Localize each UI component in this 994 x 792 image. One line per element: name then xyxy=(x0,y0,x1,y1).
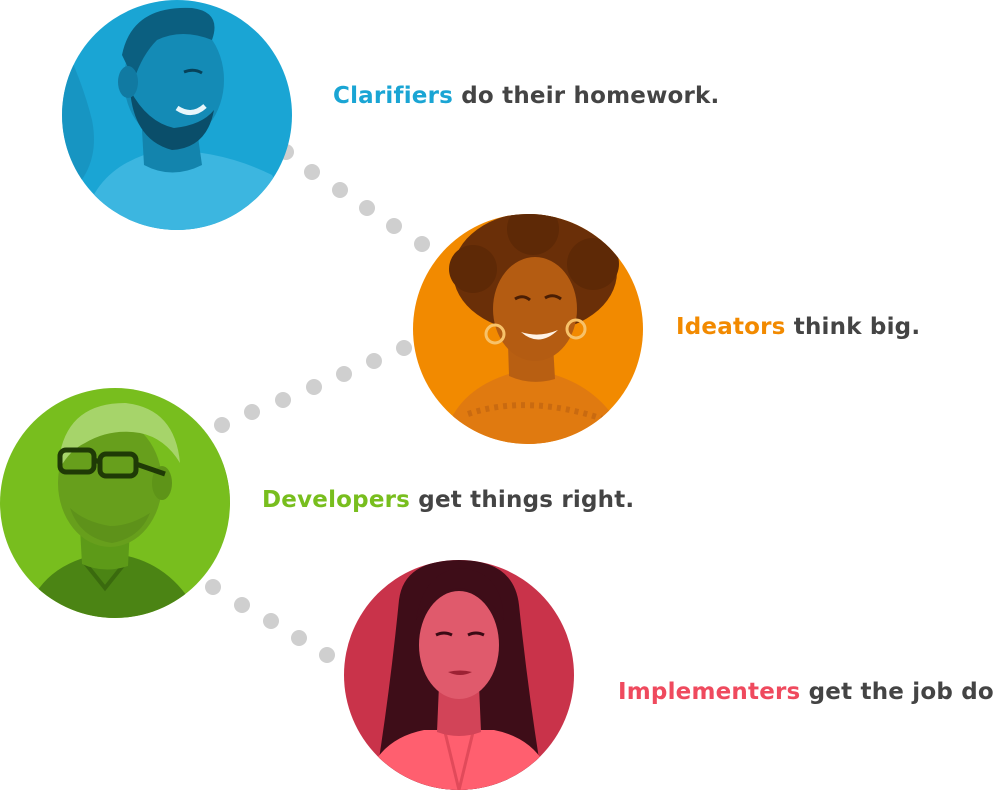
developers-tagline: Developers get things right. xyxy=(262,487,634,513)
connector-dot xyxy=(319,647,335,663)
connector-dot xyxy=(386,218,402,234)
connector-dot xyxy=(205,579,221,595)
connector-dot xyxy=(359,200,375,216)
implementers-tagline: Implementers get the job done. xyxy=(618,679,994,705)
connector-dot xyxy=(275,392,291,408)
connector-dot xyxy=(414,236,430,252)
ideators-tagline-text: think big. xyxy=(785,314,921,340)
clarifiers-role-label: Clarifiers xyxy=(333,83,454,109)
long-haired-woman-portrait-icon xyxy=(344,560,574,790)
developers-tagline-text: get things right. xyxy=(410,487,635,513)
smiling-bearded-man-portrait-icon xyxy=(62,0,292,230)
smiling-curly-haired-woman-portrait-icon xyxy=(413,214,643,444)
connector-dot xyxy=(291,630,307,646)
connector-dot xyxy=(234,597,250,613)
implementers-tagline-text: get the job done. xyxy=(808,679,994,705)
ideators-role-label: Ideators xyxy=(676,314,786,340)
developers-role-label: Developers xyxy=(262,487,411,513)
connector-dot xyxy=(304,164,320,180)
connector-dot xyxy=(214,417,230,433)
gray-haired-man-with-glasses-portrait-icon xyxy=(0,388,230,618)
ideator-portrait xyxy=(413,214,643,444)
connector-dot xyxy=(332,182,348,198)
clarifiers-tagline-text: do their homework. xyxy=(453,83,720,109)
clarifiers-tagline: Clarifiers do their homework. xyxy=(333,83,720,109)
connector-dot xyxy=(306,379,322,395)
implementer-portrait xyxy=(344,560,574,790)
connector-dot xyxy=(244,404,260,420)
connector-dot xyxy=(336,366,352,382)
ideators-tagline: Ideators think big. xyxy=(676,314,920,340)
implementers-role-label: Implementers xyxy=(618,679,801,705)
clarifier-portrait xyxy=(62,0,292,230)
connector-dot xyxy=(396,340,412,356)
connector-dot xyxy=(263,613,279,629)
developer-portrait xyxy=(0,388,230,618)
connector-dot xyxy=(366,353,382,369)
